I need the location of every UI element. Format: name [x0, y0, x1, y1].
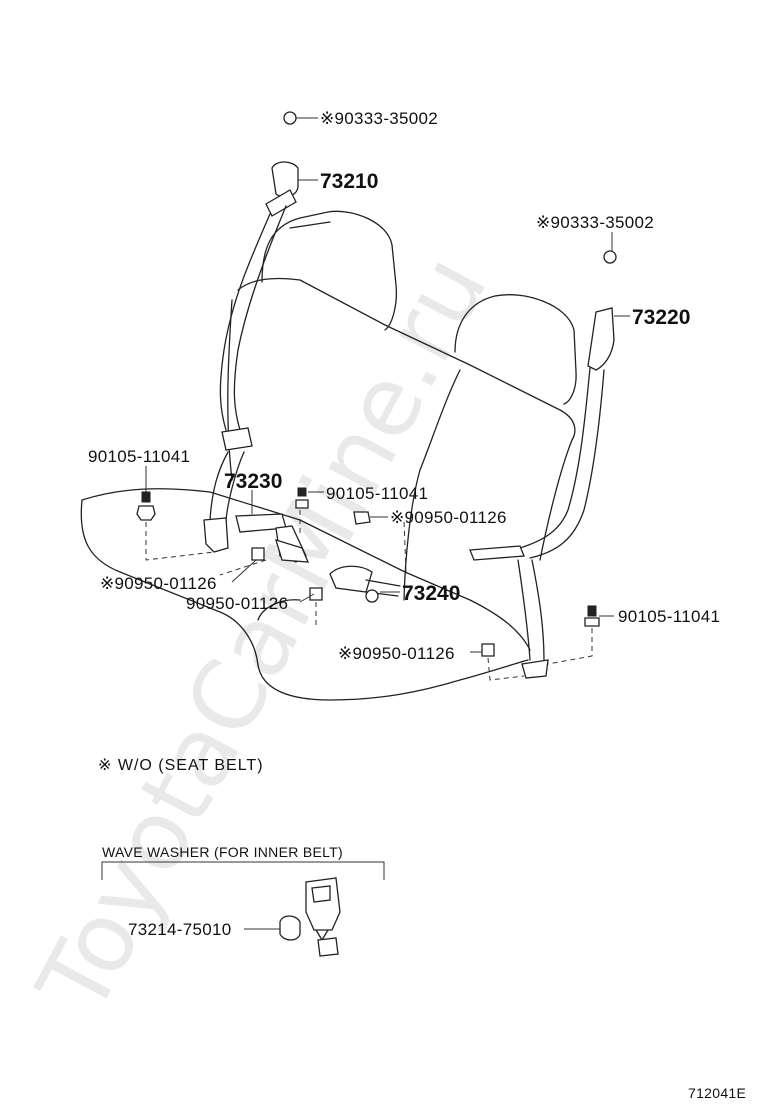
label-90950-01126-right-mid: ※90950-01126: [390, 508, 507, 527]
buckle-73230: [235, 513, 310, 563]
buckle-73240: [329, 565, 401, 603]
label-73214-75010: 73214-75010: [128, 920, 232, 939]
label-73220: 73220: [632, 306, 690, 329]
inset-title: WAVE WASHER (FOR INNER BELT): [102, 844, 343, 860]
note-wo-seat-belt: ※ W/O (SEAT BELT): [98, 757, 264, 774]
label-90950-01126-bottom: ※90950-01126: [338, 644, 455, 663]
label-90105-11041-left: 90105-11041: [88, 447, 190, 466]
label-90105-11041-right: 90105-11041: [618, 607, 720, 626]
cap-right: [603, 250, 617, 264]
label-90950-01126-left: ※90950-01126: [100, 574, 217, 593]
label-90333-35002-right: ※90333-35002: [536, 213, 654, 232]
label-73230: 73230: [224, 470, 282, 493]
fasteners: [136, 111, 617, 657]
rear-seat-illustration: [80, 210, 577, 701]
label-90950-01126-center: 90950-01126: [186, 594, 288, 613]
seat-belt-assy-73220: [469, 307, 615, 679]
label-73240: 73240: [402, 582, 460, 605]
cap-left: [283, 111, 297, 125]
label-90333-35002-left: ※90333-35002: [320, 109, 438, 128]
figure-id: 712041E: [688, 1085, 746, 1101]
label-90105-11041-mid: 90105-11041: [326, 484, 428, 503]
wave-washer-inset: WAVE WASHER (FOR INNER BELT) 73214-75010: [101, 844, 385, 957]
seat-belt-assy-73210: [203, 161, 299, 553]
watermark: ToyotaCarMine.ru: [16, 238, 509, 1032]
label-73210: 73210: [320, 170, 378, 193]
leader-lines: [145, 117, 630, 681]
